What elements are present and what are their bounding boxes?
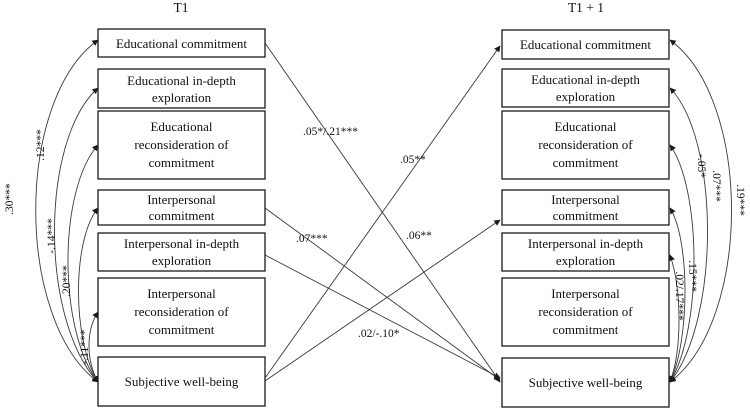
coef-interpersonal-exploration-to-wellbeing: .02/-.10* <box>358 328 400 340</box>
t1-box-wellbeing: Subjective well-being <box>97 356 266 407</box>
t2-box-edu-exploration-line1: Educational in-depth <box>531 72 640 87</box>
t1-header: T1 <box>174 0 189 15</box>
t2-arc-interpersonal-exploration <box>668 254 680 383</box>
t1-corr-interpersonal-reconsideration: -.11*** <box>79 329 91 364</box>
path-wellbeing-to-interpersonal-commitment <box>264 219 501 382</box>
coef-edu-commitment-to-wellbeing: .05*/.21*** <box>303 126 358 138</box>
t1-box-edu-commitment: Educational commitment <box>97 28 266 58</box>
t2-corr-edu-exploration: .07*** <box>710 170 722 202</box>
t1-box-edu-reconsideration-line1: Educational <box>150 119 212 134</box>
t1-corr-interpersonal-commitment: .20*** <box>61 265 73 297</box>
t1-box-interpersonal-reconsideration-line1: Interpersonal <box>147 286 216 301</box>
t2-box-interpersonal-reconsideration-line2: reconsideration of <box>538 304 633 319</box>
t1-arc-edu-reconsideration <box>67 144 99 383</box>
t2-box-interpersonal-exploration: Interpersonal in-depth exploration <box>501 232 670 272</box>
t1-box-edu-commitment-label: Educational commitment <box>116 36 247 51</box>
t1-boxes: Educational commitment Educational in-de… <box>97 28 266 407</box>
t1-box-interpersonal-exploration: Interpersonal in-depth exploration <box>97 232 266 272</box>
t1-corr-edu-commitment: .30*** <box>4 183 16 215</box>
t1-box-edu-reconsideration-line2: reconsideration of <box>134 137 229 152</box>
t1-corr-edu-reconsideration: -.14*** <box>46 218 58 254</box>
t2-box-edu-reconsideration-line1: Educational <box>554 119 616 134</box>
t1-corr-edu-exploration: .12*** <box>35 129 47 161</box>
coef-wellbeing-to-interpersonal-commitment: .06** <box>406 230 432 242</box>
t2-box-edu-exploration-line2: exploration <box>556 89 616 104</box>
t1-box-interpersonal-commitment: Interpersonal commitment <box>97 189 266 226</box>
t2-box-interpersonal-reconsideration-line3: commitment <box>553 322 619 337</box>
t1-box-interpersonal-exploration-line2: exploration <box>152 253 212 268</box>
t1-box-interpersonal-reconsideration-line2: reconsideration of <box>134 304 229 319</box>
t2-box-wellbeing-label: Subjective well-being <box>529 375 643 390</box>
t1-box-edu-reconsideration-line3: commitment <box>149 155 215 170</box>
t2-box-interpersonal-commitment-line2: commitment <box>553 208 619 223</box>
t2-box-edu-commitment-label: Educational commitment <box>520 37 651 52</box>
t2-box-interpersonal-reconsideration: Interpersonal reconsideration of commitm… <box>501 277 670 347</box>
t2-box-edu-exploration: Educational in-depth exploration <box>501 68 670 108</box>
t1-box-interpersonal-commitment-line2: commitment <box>149 208 215 223</box>
t2-correlation-arcs <box>668 39 732 383</box>
t2-arc-edu-commitment <box>669 39 732 383</box>
t1-box-interpersonal-commitment-line1: Interpersonal <box>147 192 216 207</box>
t1-arc-edu-exploration <box>54 87 99 383</box>
t2-box-interpersonal-commitment-line1: Interpersonal <box>551 192 620 207</box>
coef-interpersonal-commitment-to-wellbeing: .07*** <box>296 233 328 245</box>
t1-box-interpersonal-reconsideration-line3: commitment <box>149 322 215 337</box>
t2-boxes: Educational commitment Educational in-de… <box>501 29 670 408</box>
t2-arc-edu-exploration <box>669 87 708 383</box>
t1-box-edu-exploration-line1: Educational in-depth <box>127 73 236 88</box>
t2-box-edu-reconsideration-line2: reconsideration of <box>538 137 633 152</box>
t2-box-edu-reconsideration: Educational reconsideration of commitmen… <box>501 110 670 180</box>
t1-box-wellbeing-label: Subjective well-being <box>125 374 239 389</box>
t2-corr-interpersonal-exploration: .02/.17*** <box>673 271 685 320</box>
t2-arc-interpersonal-commitment <box>669 207 686 383</box>
t2-corr-edu-reconsideration: -.05* <box>695 154 707 178</box>
t2-box-edu-reconsideration-line3: commitment <box>553 155 619 170</box>
t1-box-edu-exploration: Educational in-depth exploration <box>97 68 266 109</box>
path-wellbeing-to-edu-commitment <box>264 45 501 379</box>
cross-lagged-paths <box>264 42 501 383</box>
path-interpersonal-exploration-to-wellbeing <box>264 254 501 379</box>
t2-arc-edu-reconsideration <box>669 144 695 383</box>
t2-box-interpersonal-reconsideration-line1: Interpersonal <box>551 286 620 301</box>
t2-box-edu-commitment: Educational commitment <box>501 29 670 60</box>
t1-arc-edu-commitment <box>35 39 99 383</box>
t2-header: T1 + 1 <box>568 0 604 15</box>
t1-box-edu-exploration-line2: exploration <box>152 90 212 105</box>
t2-box-interpersonal-exploration-line2: exploration <box>556 253 616 268</box>
t1-arc-interpersonal-commitment <box>78 207 99 383</box>
t2-corr-edu-commitment: .19*** <box>734 184 746 216</box>
t2-box-interpersonal-commitment: Interpersonal commitment <box>501 189 670 226</box>
t1-box-interpersonal-reconsideration: Interpersonal reconsideration of commitm… <box>97 277 266 347</box>
t2-box-interpersonal-exploration-line1: Interpersonal in-depth <box>528 236 644 251</box>
t2-corr-interpersonal-commitment: .15*** <box>686 260 698 292</box>
t1-arc-interpersonal-reconsideration <box>88 311 99 383</box>
t1-box-interpersonal-exploration-line1: Interpersonal in-depth <box>124 236 240 251</box>
t2-box-wellbeing: Subjective well-being <box>501 357 670 408</box>
path-interpersonal-commitment-to-wellbeing <box>264 207 501 381</box>
coef-wellbeing-to-edu-commitment: .05** <box>400 154 426 166</box>
t1-correlation-arcs <box>35 39 99 383</box>
t1-box-edu-reconsideration: Educational reconsideration of commitmen… <box>97 110 266 180</box>
